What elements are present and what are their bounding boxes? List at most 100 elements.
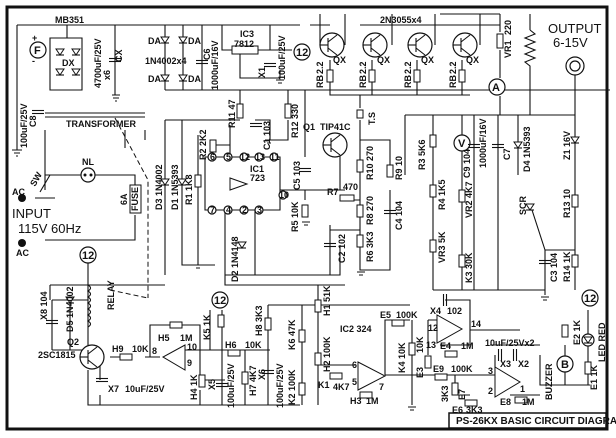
ic3-regulator (231, 45, 259, 55)
relay-label: RELAY (106, 280, 116, 310)
e6-resistor (464, 399, 478, 407)
dx-label: DX (62, 58, 75, 68)
d3-label: D3 1N4002 (154, 164, 164, 210)
x3-label: X3 (500, 359, 511, 369)
svg-text:3: 3 (257, 205, 262, 215)
r5-resistor (301, 204, 309, 218)
ac-label: AC (16, 248, 29, 258)
h6-label: H6 (225, 340, 237, 350)
x5-value: 100uF/25V (226, 363, 236, 408)
ic1-label: IC1 (250, 164, 264, 174)
pin-3: 3 (488, 366, 493, 376)
voltmeter: V (453, 134, 471, 152)
ref-12-marker: 12 (581, 289, 599, 307)
switch-label: SW (28, 170, 44, 188)
c7-label: C7 (502, 148, 512, 160)
ref-12-marker: 12 (211, 291, 229, 309)
h5-resistor (169, 321, 183, 329)
ref-12-text: 12 (82, 250, 94, 262)
input-label: INPUT (12, 206, 51, 221)
r8-label: R8 270 (365, 196, 375, 225)
x4-label: X4 (430, 306, 441, 316)
h5-label: H5 (158, 333, 170, 343)
vr2-label: VR2 4K7 (464, 181, 474, 218)
pin-2: 2 (488, 386, 493, 396)
da-diode (178, 36, 188, 44)
ic3-part: 7812 (234, 39, 254, 49)
rb-label: RB (358, 75, 368, 88)
r4-label: R4 1K5 (437, 179, 447, 210)
da-diode (178, 74, 188, 82)
scr-label: SCR (518, 195, 528, 215)
r2-resistor (209, 139, 217, 153)
ic2-label: IC2 324 (340, 324, 372, 334)
e1-label: E1 1K (589, 364, 599, 390)
qx-label: QX (466, 55, 479, 65)
pin-8: 8 (152, 346, 157, 356)
rb-label: RB (448, 75, 458, 88)
q2-part: 2SC1815 (38, 350, 76, 360)
q2-transistor (79, 344, 105, 370)
rb-label: RB (315, 75, 325, 88)
svg-text:10: 10 (279, 190, 289, 200)
q1-label: Q1 (303, 122, 315, 132)
vr1-value: 220 (503, 20, 513, 35)
caps-label: 10uF/25Vx2 (485, 338, 535, 348)
ref-12-marker: 12 (79, 246, 97, 264)
e2-resistor (561, 324, 569, 338)
h1-resistor (314, 299, 322, 313)
ref-12-text: 12 (214, 295, 226, 307)
r13-resistor (571, 194, 579, 208)
k4-resistor (408, 342, 416, 356)
pin-9: 9 (187, 358, 192, 368)
load-resistor (523, 29, 537, 75)
h4-label: H4 1K (189, 374, 199, 400)
h9-resistor (119, 353, 133, 361)
output-terminal[interactable] (565, 56, 585, 76)
r12-resistor (284, 103, 292, 119)
buzzer-label: BUZZER (544, 363, 554, 400)
c8-value: 100uF/25V (19, 103, 29, 148)
e7-value: 3K3 (440, 385, 450, 402)
vr1-label: VR1 (503, 40, 513, 58)
svg-text:13: 13 (255, 152, 265, 162)
da-label: DA (188, 36, 201, 46)
svg-text:7: 7 (210, 205, 215, 215)
svg-text:5: 5 (226, 152, 231, 162)
ref-12-text: 12 (296, 47, 308, 59)
e5-value: 100K (396, 310, 418, 320)
buzzer: B (556, 355, 574, 373)
e9-value: 100K (451, 364, 473, 374)
r1-resistor (194, 174, 202, 188)
k1-label: K1 (318, 380, 330, 390)
pin-12: 12 (428, 323, 438, 333)
pin-13: 13 (426, 340, 436, 350)
e9-label: E9 (433, 364, 444, 374)
e6-value: 3K3 (466, 405, 483, 415)
pass-transistor-part: 2N3055x4 (380, 15, 422, 25)
d5-label: D5 1N4002 (65, 286, 75, 332)
x1-value: 100uF/25V (277, 35, 287, 80)
d2-label: D2 1N4148 (230, 236, 240, 282)
k3-resistor (458, 254, 466, 268)
power-switch[interactable] (39, 174, 51, 193)
x6-label: X6 (257, 369, 267, 380)
h6-resistor (227, 349, 241, 357)
da-part: 1N4002x4 (145, 56, 187, 66)
opamp-ic2c (494, 366, 521, 398)
r11-resistor (236, 103, 244, 119)
h2-label: H2 100K (322, 336, 332, 372)
fan-label: F (34, 45, 41, 57)
c6-value: 1000uF/16V (210, 40, 220, 90)
d1-label: D1 1N5393 (170, 164, 180, 210)
e9-resistor (434, 373, 448, 381)
title-text: PS-26KX BASIC CIRCUIT DIAGRAM (456, 416, 616, 427)
ground-symbols (12, 79, 549, 411)
rb-value: 2.2 (403, 61, 413, 74)
r6-resistor (356, 234, 364, 248)
c7-value: 1000uF/16V (478, 118, 488, 168)
fuse-label: FUSE (130, 187, 140, 211)
x8-label: X8 104 (39, 291, 49, 320)
r3-label: R3 5K6 (417, 139, 427, 170)
